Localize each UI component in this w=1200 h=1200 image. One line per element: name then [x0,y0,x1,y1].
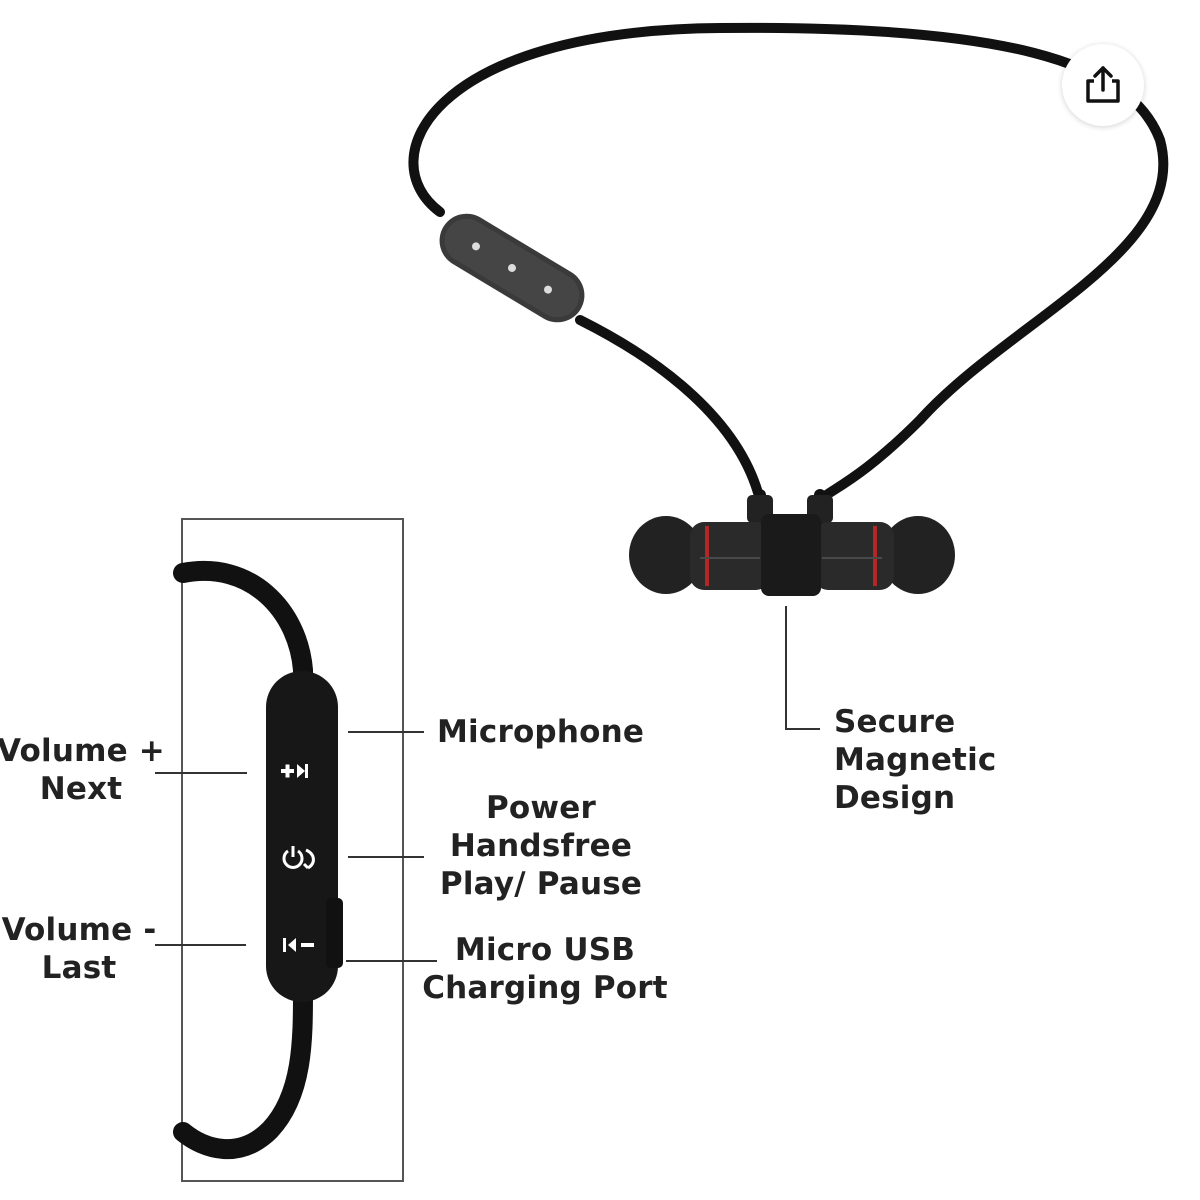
remote-detail-body [266,671,338,1002]
share-icon [1086,66,1120,103]
remote-detail-cable [173,561,313,710]
volume-minus-last-label: Volume - Last [1,912,157,986]
volume-last-button-icon [283,938,314,952]
neckband-cable-left [575,315,765,505]
remote-detail-frame [181,518,404,1182]
earbuds [629,489,955,596]
share-button[interactable] [1062,44,1144,126]
power-handsfree-button-icon [282,846,315,870]
secure-magnetic-design-label: Secure Magnetic Design [834,704,997,816]
magnetic-leader-line [785,606,820,730]
inline-remote-top [439,213,585,323]
volume-plus-next-label: Volume + Next [0,733,165,807]
microphone-label: Microphone [437,714,645,750]
volume-next-button-icon [281,764,308,778]
micro-usb-label: Micro USB Charging Port [422,932,668,1006]
power-handsfree-label: Power Handsfree Play/ Pause [439,790,643,902]
